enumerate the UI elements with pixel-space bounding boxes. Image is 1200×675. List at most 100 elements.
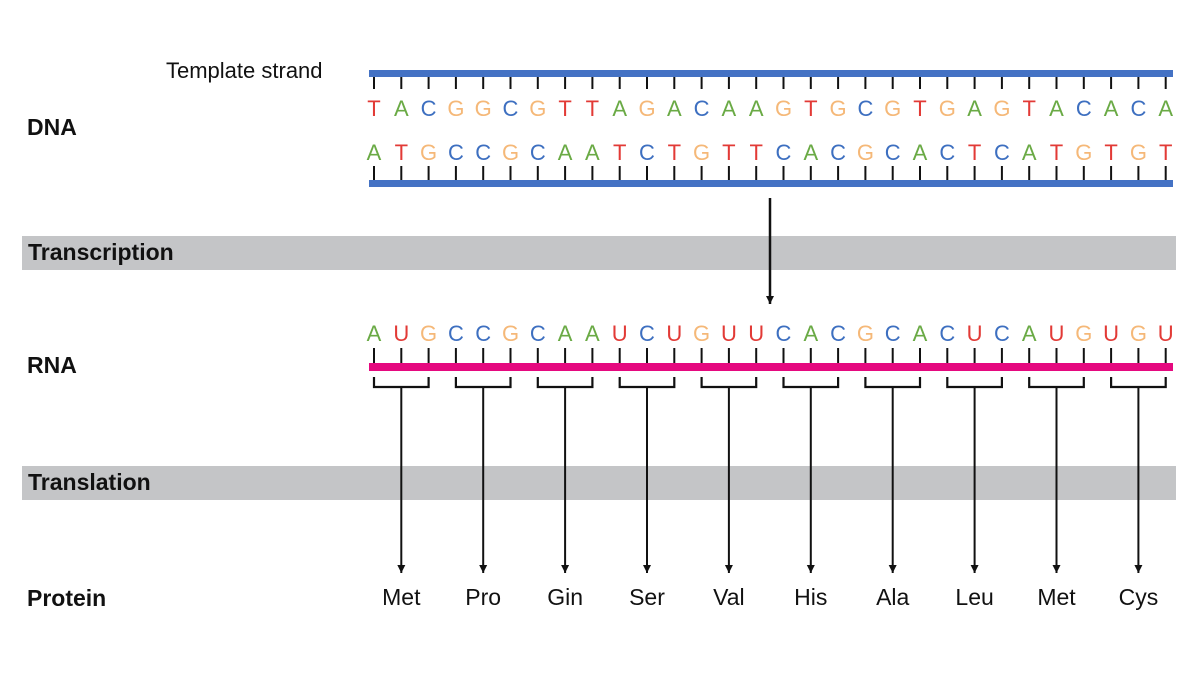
amino-acid: Cys (1119, 584, 1159, 610)
amino-acid: Leu (955, 584, 993, 610)
codon-bracket (782, 377, 840, 389)
rna-base: G (857, 321, 874, 346)
coding-base: A (1022, 140, 1037, 165)
coding-base: T (722, 140, 735, 165)
coding-base: T (1050, 140, 1063, 165)
template-base: G (830, 96, 847, 121)
codon-bracket (700, 377, 758, 389)
codon-bracket (946, 377, 1003, 389)
template-base: G (447, 96, 464, 121)
rna-base: U (666, 321, 682, 346)
coding-base: C (475, 140, 491, 165)
rna-base: C (448, 321, 464, 346)
rna-base: A (367, 321, 382, 346)
coding-base: G (693, 140, 710, 165)
template-base: G (939, 96, 956, 121)
coding-base: T (668, 140, 681, 165)
coding-base: A (803, 140, 818, 165)
template-base: A (1049, 96, 1064, 121)
rna-base: U (748, 321, 764, 346)
rna-backbone (369, 363, 1173, 371)
template-base: T (1022, 96, 1035, 121)
template-base: G (475, 96, 492, 121)
rna-base: C (639, 321, 655, 346)
translation-label: Translation (28, 469, 151, 495)
codon-bracket (618, 377, 676, 389)
amino-acid: Pro (465, 584, 501, 610)
rna-base: A (803, 321, 818, 346)
rna-base: U (1158, 321, 1174, 346)
rna-base: C (776, 321, 792, 346)
coding-base: G (420, 140, 437, 165)
rna-base: G (420, 321, 437, 346)
rna-base: U (721, 321, 737, 346)
coding-base: T (613, 140, 626, 165)
rna-base: G (502, 321, 519, 346)
template-base: G (775, 96, 792, 121)
template-base: T (913, 96, 926, 121)
coding-base: C (448, 140, 464, 165)
template-base: G (993, 96, 1010, 121)
template-base: G (529, 96, 546, 121)
codon-bracket (1028, 377, 1085, 389)
rna-base: A (585, 321, 600, 346)
amino-acid: Gin (547, 584, 583, 610)
rna-base: U (1049, 321, 1065, 346)
template-base: C (857, 96, 873, 121)
coding-base: T (749, 140, 762, 165)
translation-band: Translation (22, 466, 1176, 500)
coding-base: G (857, 140, 874, 165)
coding-base: G (502, 140, 519, 165)
template-base: T (586, 96, 599, 121)
template-base: A (1104, 96, 1119, 121)
rna-base: G (1075, 321, 1092, 346)
rna-base: G (1130, 321, 1147, 346)
template-base: A (612, 96, 627, 121)
template-strand-label: Template strand (166, 58, 323, 83)
coding-base: C (994, 140, 1010, 165)
coding-base: G (1130, 140, 1147, 165)
rna-base: A (1022, 321, 1037, 346)
template-base: C (694, 96, 710, 121)
protein-label: Protein (27, 585, 107, 611)
rna-base: U (612, 321, 628, 346)
template-base: T (558, 96, 571, 121)
codon-bracket (1110, 377, 1167, 389)
dna-label: DNA (27, 114, 77, 140)
coding-base: T (968, 140, 981, 165)
template-base: C (421, 96, 437, 121)
rna-base: C (939, 321, 955, 346)
template-base: G (638, 96, 655, 121)
template-base: T (804, 96, 817, 121)
amino-acid: Val (713, 584, 745, 610)
coding-base: A (585, 140, 600, 165)
coding-base: C (639, 140, 655, 165)
template-base: A (967, 96, 982, 121)
coding-base: C (530, 140, 546, 165)
amino-acid: His (794, 584, 827, 610)
template-base: T (367, 96, 380, 121)
transcription-band: Transcription (22, 236, 1176, 270)
coding-base: C (830, 140, 846, 165)
template-base: C (503, 96, 519, 121)
coding-base: T (395, 140, 408, 165)
rna-label: RNA (27, 352, 77, 378)
coding-strand-backbone (369, 180, 1173, 187)
template-base: A (394, 96, 409, 121)
rna-base: C (830, 321, 846, 346)
coding-base: A (367, 140, 382, 165)
rna-base: G (693, 321, 710, 346)
codon-bracket (454, 377, 512, 389)
rna-base: C (885, 321, 901, 346)
coding-base: G (1075, 140, 1092, 165)
rna-base: C (475, 321, 491, 346)
rna-base: C (530, 321, 546, 346)
coding-base: A (913, 140, 928, 165)
coding-base: C (885, 140, 901, 165)
coding-base: C (939, 140, 955, 165)
codon-bracket (864, 377, 922, 389)
rna-base: A (913, 321, 928, 346)
template-base: G (884, 96, 901, 121)
